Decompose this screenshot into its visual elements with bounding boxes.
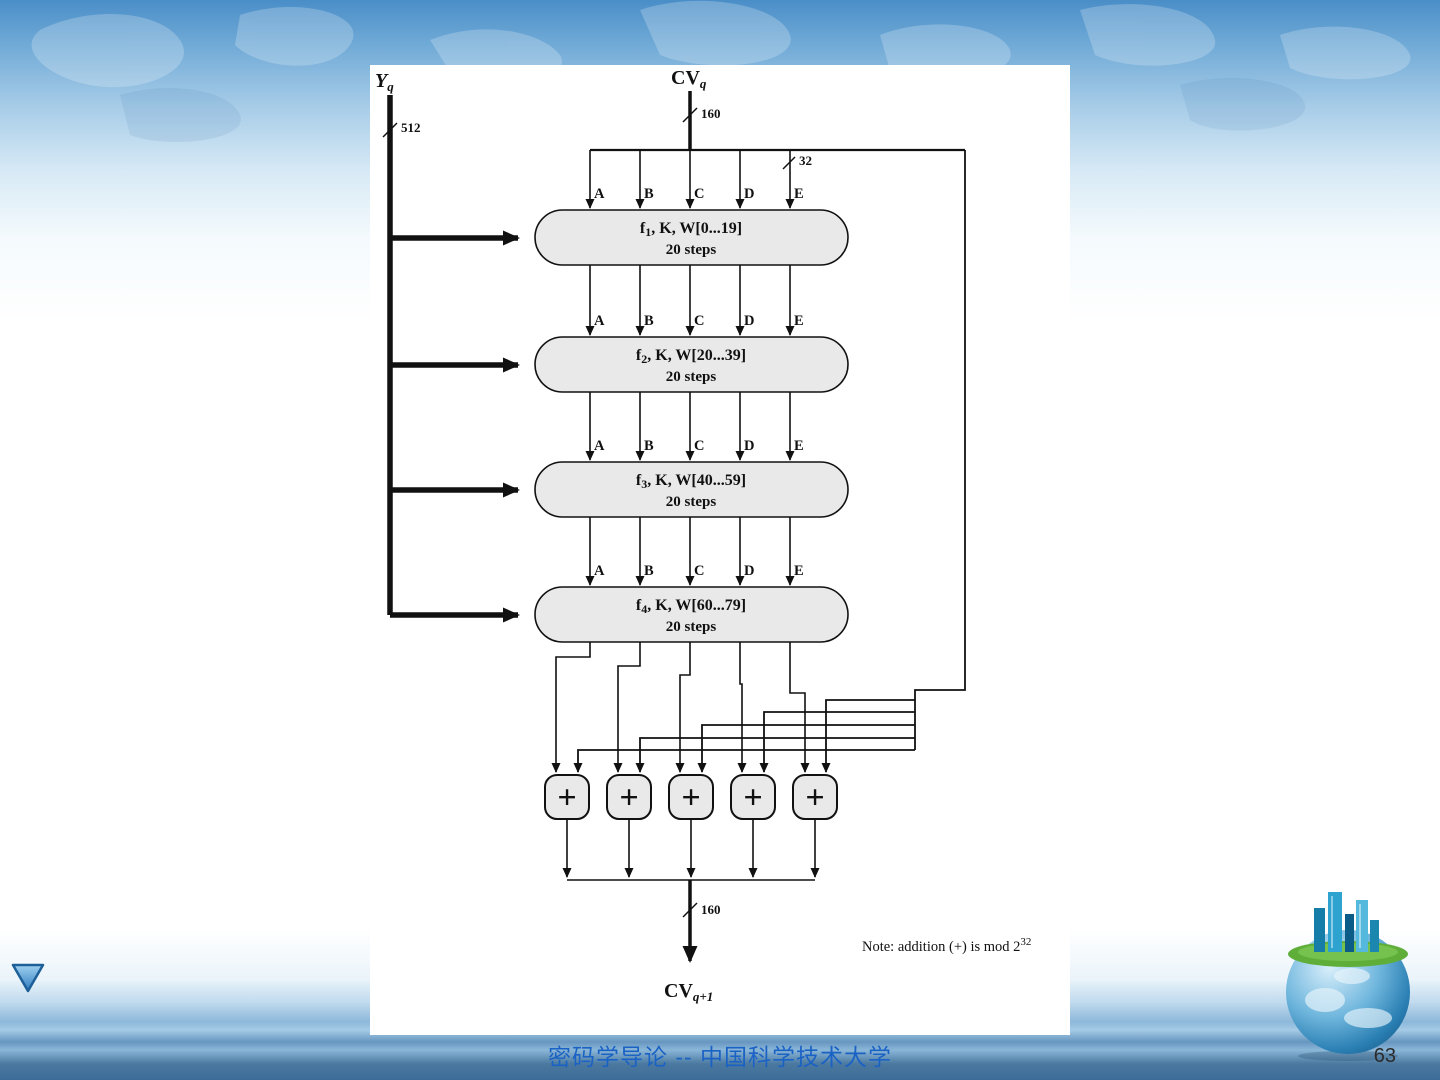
sha1-compression-diagram: Yq 512 CVq 160 (375, 67, 1031, 1004)
register-label-a: A (594, 186, 605, 202)
round-3-inputs: A B C D E (585, 392, 804, 461)
register-label-c: C (694, 186, 704, 202)
globe-logo (1286, 892, 1410, 1061)
round-1: f1, K, W[0...19] 20 steps (534, 209, 849, 266)
round-3-label: f3, K, W[40...59] (636, 472, 746, 491)
register-label-a: A (594, 313, 605, 329)
page-number: 63 (1373, 1045, 1396, 1067)
round-1-label: f1, K, W[0...19] (640, 220, 742, 239)
message-block-input: Yq 512 (375, 70, 520, 623)
round-4-inputs: A B C D E (585, 517, 804, 586)
round-4-outputs (551, 642, 810, 773)
adders: + + + + + (544, 774, 838, 820)
footer-text: 密码学导论 -- 中国科学技术大学 (547, 1044, 893, 1070)
register-label-a: A (594, 563, 605, 579)
round-4: f4, K, W[60...79] 20 steps (534, 586, 849, 643)
triangle-down-icon (11, 963, 45, 993)
adder-plus-icon: + (743, 780, 762, 817)
register-label-e: E (794, 186, 804, 202)
adder-plus-icon: + (805, 780, 824, 817)
round-1-steps: 20 steps (666, 242, 717, 258)
register-label-b: B (644, 313, 654, 329)
round-4-steps: 20 steps (666, 619, 717, 635)
chaining-value-input: CVq 160 (671, 67, 721, 150)
round-2: f2, K, W[20...39] 20 steps (534, 336, 849, 393)
cv-distribution-bus: 32 (573, 148, 966, 773)
adder-plus-icon: + (557, 780, 576, 817)
round-1-inputs: A B C D E (585, 150, 804, 209)
register-label-c: C (694, 438, 704, 454)
register-label-e: E (794, 563, 804, 579)
adder-plus-icon: + (619, 780, 638, 817)
round-3-steps: 20 steps (666, 494, 717, 510)
adder-plus-icon: + (681, 780, 700, 817)
register-label-d: D (744, 438, 754, 454)
bit-width-512-label: 512 (401, 120, 421, 135)
round-2-inputs: A B C D E (585, 265, 804, 336)
sha1-figure: Yq 512 CVq 160 (370, 65, 1070, 1035)
round-2-label: f2, K, W[20...39] (636, 347, 746, 366)
register-label-d: D (744, 186, 754, 202)
register-label-a: A (594, 438, 605, 454)
cv-out-label: CVq+1 (664, 980, 713, 1004)
register-label-b: B (644, 186, 654, 202)
round-2-steps: 20 steps (666, 369, 717, 385)
register-label-d: D (744, 563, 754, 579)
register-label-e: E (794, 313, 804, 329)
register-label-d: D (744, 313, 754, 329)
register-label-e: E (794, 438, 804, 454)
city-buildings-icon (1314, 892, 1379, 952)
register-label-b: B (644, 438, 654, 454)
bit-width-160-in-label: 160 (701, 106, 721, 121)
register-label-b: B (644, 563, 654, 579)
round-3: f3, K, W[40...59] 20 steps (534, 461, 849, 518)
output-merge: 160 CVq+1 (562, 819, 820, 1004)
bit-width-160-out-label: 160 (701, 902, 721, 917)
previous-slide-button[interactable] (10, 962, 46, 994)
y-label: Yq (375, 70, 394, 94)
register-label-c: C (694, 563, 704, 579)
bit-width-32-label: 32 (799, 153, 812, 168)
note-text: Note: addition (+) is mod 232 (862, 936, 1031, 955)
round-4-label: f4, K, W[60...79] (636, 597, 746, 616)
cv-in-label: CVq (671, 67, 707, 91)
register-label-c: C (694, 313, 704, 329)
